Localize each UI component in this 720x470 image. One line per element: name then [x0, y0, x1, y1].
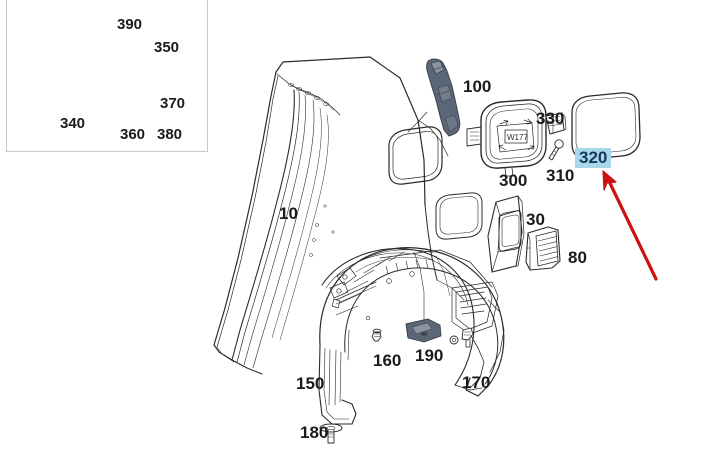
callout-340: 340: [60, 115, 86, 132]
callout-100: 100: [463, 77, 492, 96]
part-10-quarter-panel: [213, 56, 483, 391]
part-190-bracket: [405, 318, 442, 343]
part-100-bracket: [407, 58, 461, 137]
callout-370: 370: [160, 95, 186, 112]
callout-350: 350: [154, 39, 180, 56]
red-arrow: [602, 170, 658, 281]
callout-320-highlighted[interactable]: 320: [575, 148, 612, 168]
part-150-wheel-arch-liner: [318, 247, 505, 425]
callout-310: 310: [546, 166, 575, 185]
callout-380: 380: [157, 126, 183, 143]
part-170-clip-washer: [449, 327, 474, 348]
callout-10: 10: [279, 204, 298, 223]
callout-160: 160: [373, 351, 402, 370]
part-180-expanding-rivet: [319, 423, 343, 444]
callout-150: 150: [296, 374, 325, 393]
part-310-spring-pin: [548, 139, 564, 161]
callout-30: 30: [526, 210, 545, 229]
part-80-pressure-vent: [525, 226, 561, 271]
part-330-hinge: [545, 112, 567, 135]
callout-190: 190: [415, 346, 444, 365]
callout-80: 80: [568, 248, 587, 267]
callout-360: 360: [120, 126, 146, 143]
part-300-fuel-pocket: W177: [466, 99, 547, 177]
part-160-push-rivet: [371, 328, 382, 342]
inset-panel-frame: [6, 0, 208, 152]
callout-180: 180: [300, 423, 329, 442]
callout-330: 330: [536, 109, 565, 128]
callout-300: 300: [499, 171, 528, 190]
part-30-vent-frame: [487, 195, 525, 273]
callout-390: 390: [117, 16, 143, 33]
part-marking-w177: W177: [507, 133, 528, 142]
callout-170: 170: [462, 373, 491, 392]
